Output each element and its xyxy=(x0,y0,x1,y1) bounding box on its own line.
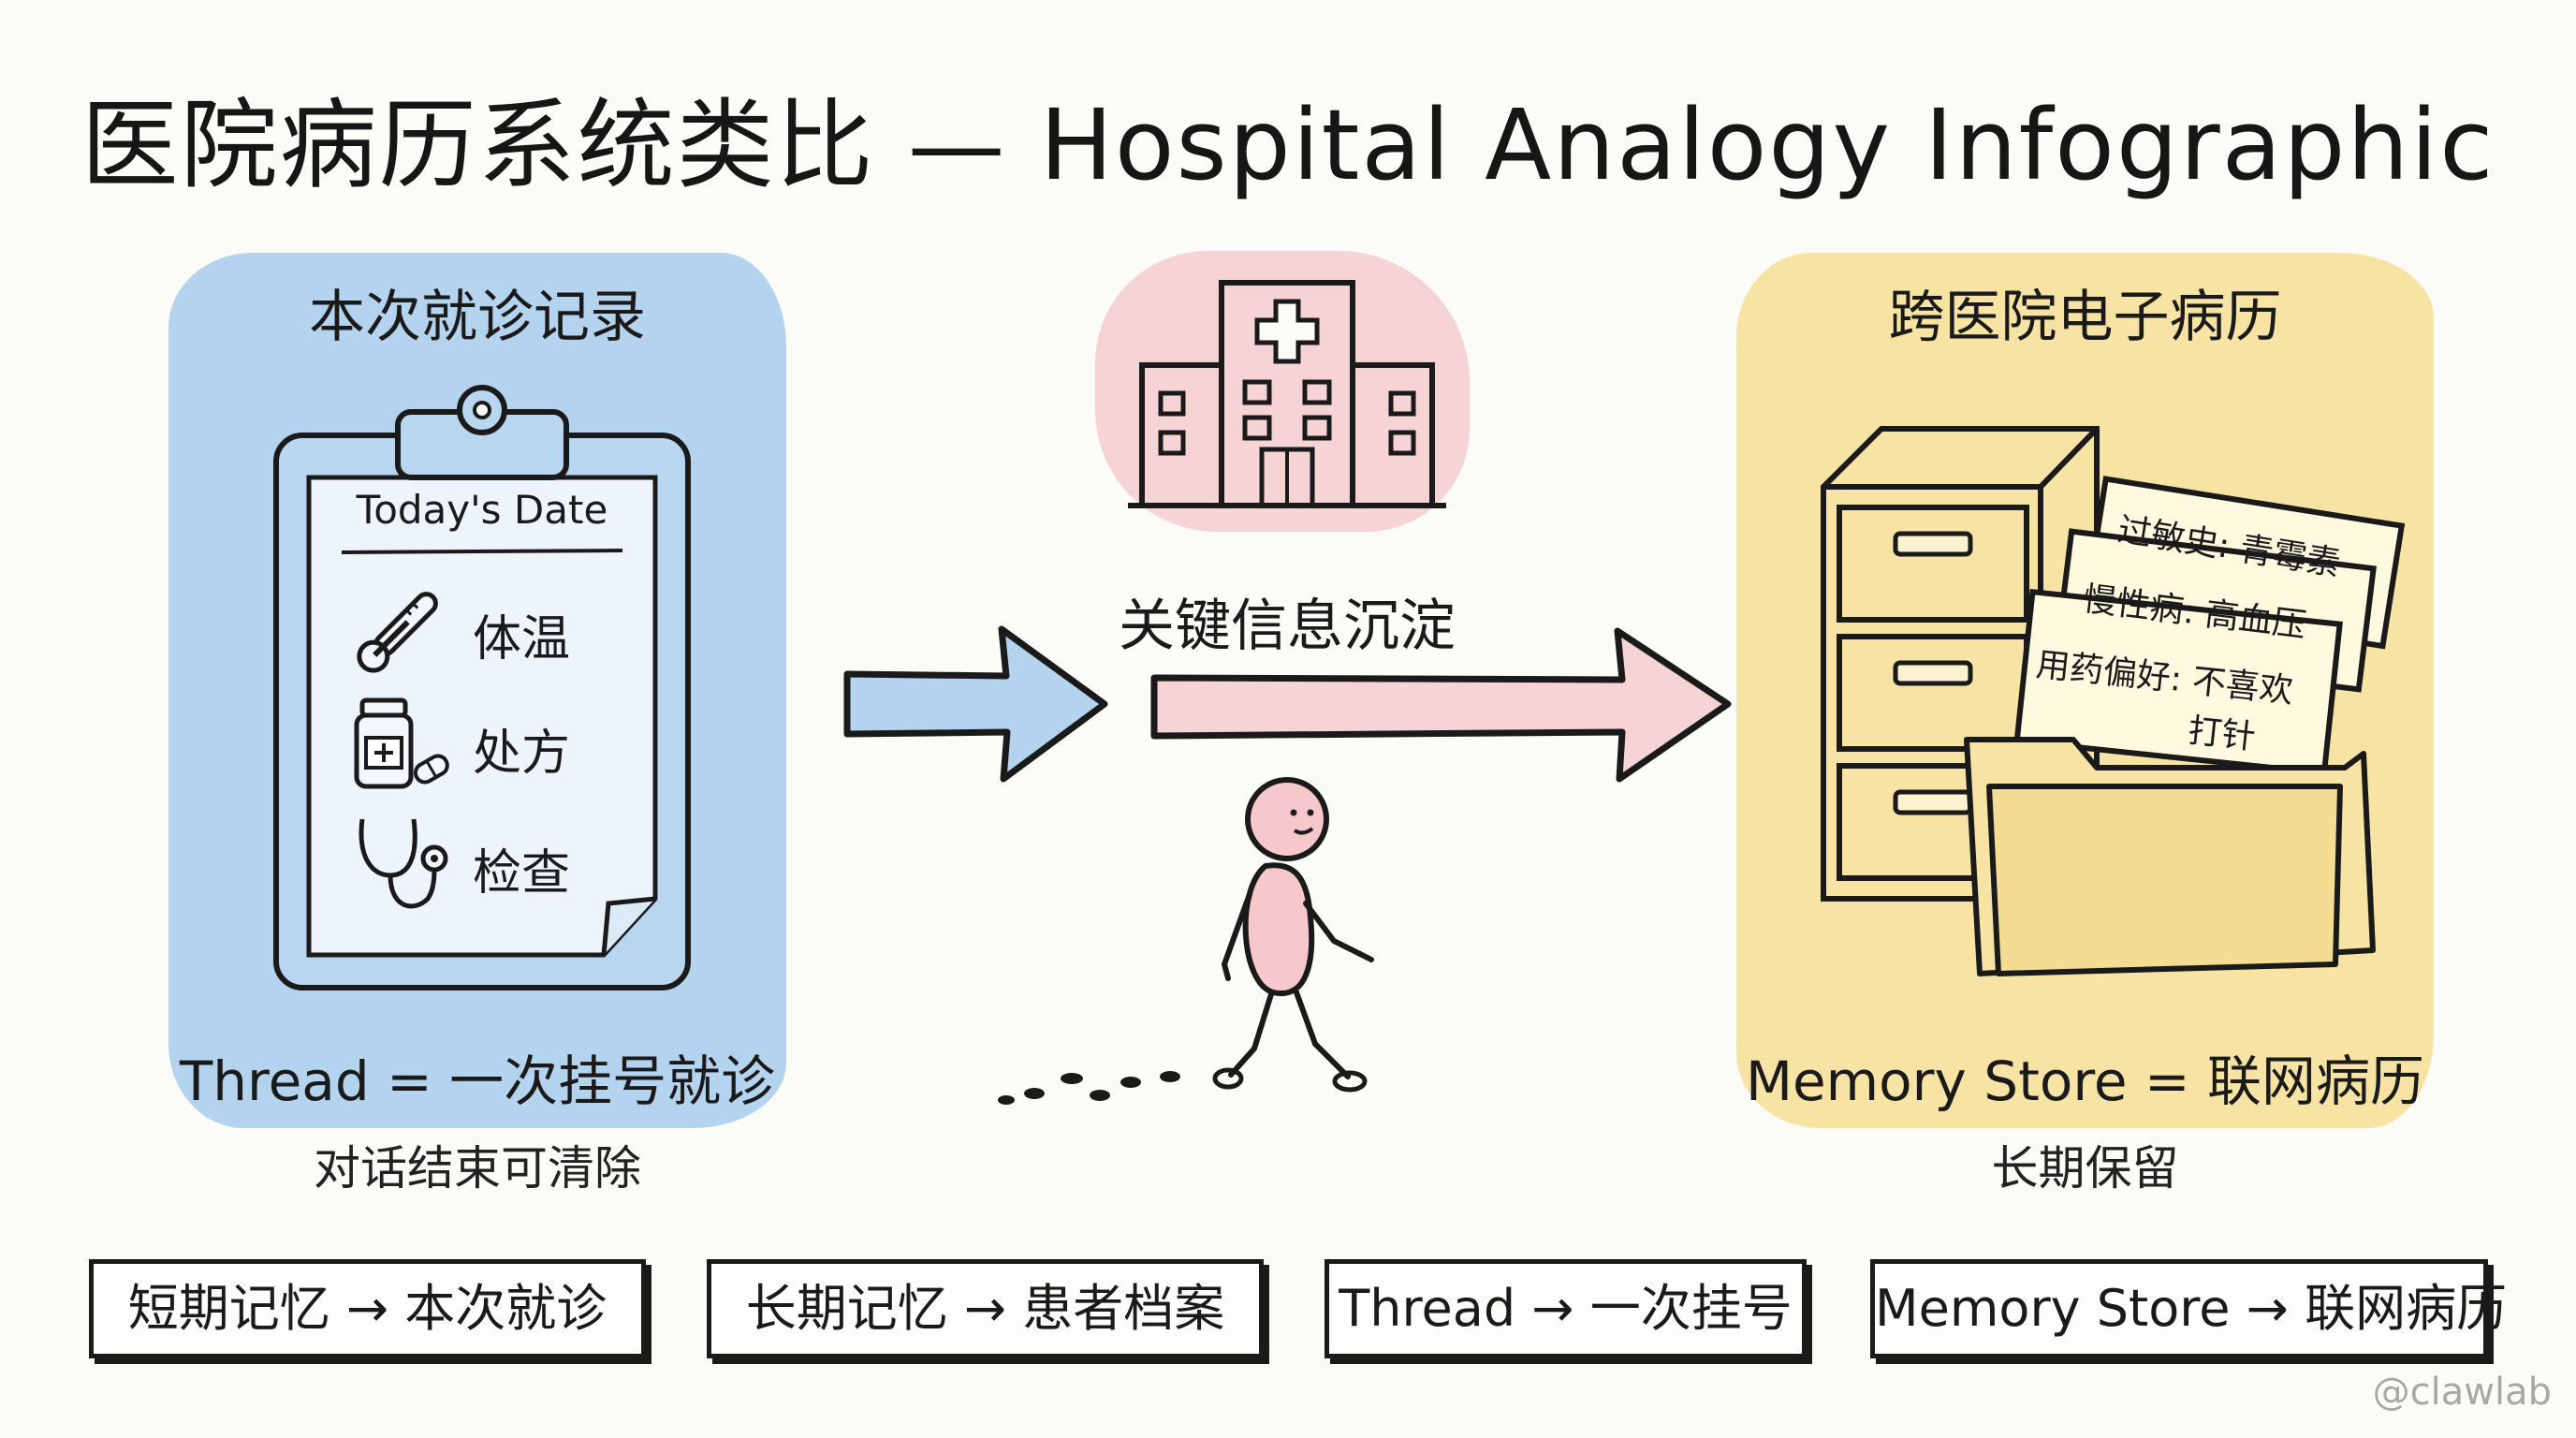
watermark: @clawlab xyxy=(2372,1371,2552,1414)
right-panel-heading: 跨医院电子病历 xyxy=(1888,285,2282,350)
pill-bottle-icon xyxy=(354,697,449,789)
left-panel-heading: 本次就诊记录 xyxy=(309,285,646,350)
patient-record-cards xyxy=(2013,476,2406,777)
left-flow-arrow xyxy=(843,625,1108,783)
clipboard-item-temperature: 体温 xyxy=(473,611,571,668)
summary-box-short-term-memory: 短期记忆 → 本次就诊 xyxy=(89,1259,646,1358)
memory-store-definition-label: Memory Store = 联网病历 xyxy=(1745,1049,2425,1113)
thermometer-icon xyxy=(357,592,438,673)
walking-person-icon xyxy=(1212,777,1374,1093)
folder-icon xyxy=(1964,737,2376,976)
stethoscope-icon xyxy=(359,818,448,909)
footprints-icon xyxy=(998,1071,1180,1105)
clipboard-item-examination: 检查 xyxy=(473,845,571,902)
memory-store-caption: 长期保留 xyxy=(1991,1141,2179,1196)
right-flow-arrow xyxy=(1150,627,1732,783)
thread-definition-label: Thread = 一次挂号就诊 xyxy=(179,1049,776,1113)
clipboard-item-prescription: 处方 xyxy=(473,726,571,782)
page-title: 医院病历系统类比 — Hospital Analogy Infographic xyxy=(80,88,2496,202)
clipboard-date: Today's Date xyxy=(356,487,608,533)
summary-box-long-term-memory: 长期记忆 → 患者档案 xyxy=(707,1259,1264,1358)
summary-box-thread: Thread → 一次挂号 xyxy=(1325,1259,1807,1358)
arrow-label: 关键信息沉淀 xyxy=(1119,594,1456,659)
hospital-icon xyxy=(1128,280,1446,508)
summary-box-memory-store: Memory Store → 联网病历 xyxy=(1870,1259,2507,1358)
thread-caption: 对话结束可清除 xyxy=(314,1141,641,1196)
clipboard-icon xyxy=(273,385,691,990)
